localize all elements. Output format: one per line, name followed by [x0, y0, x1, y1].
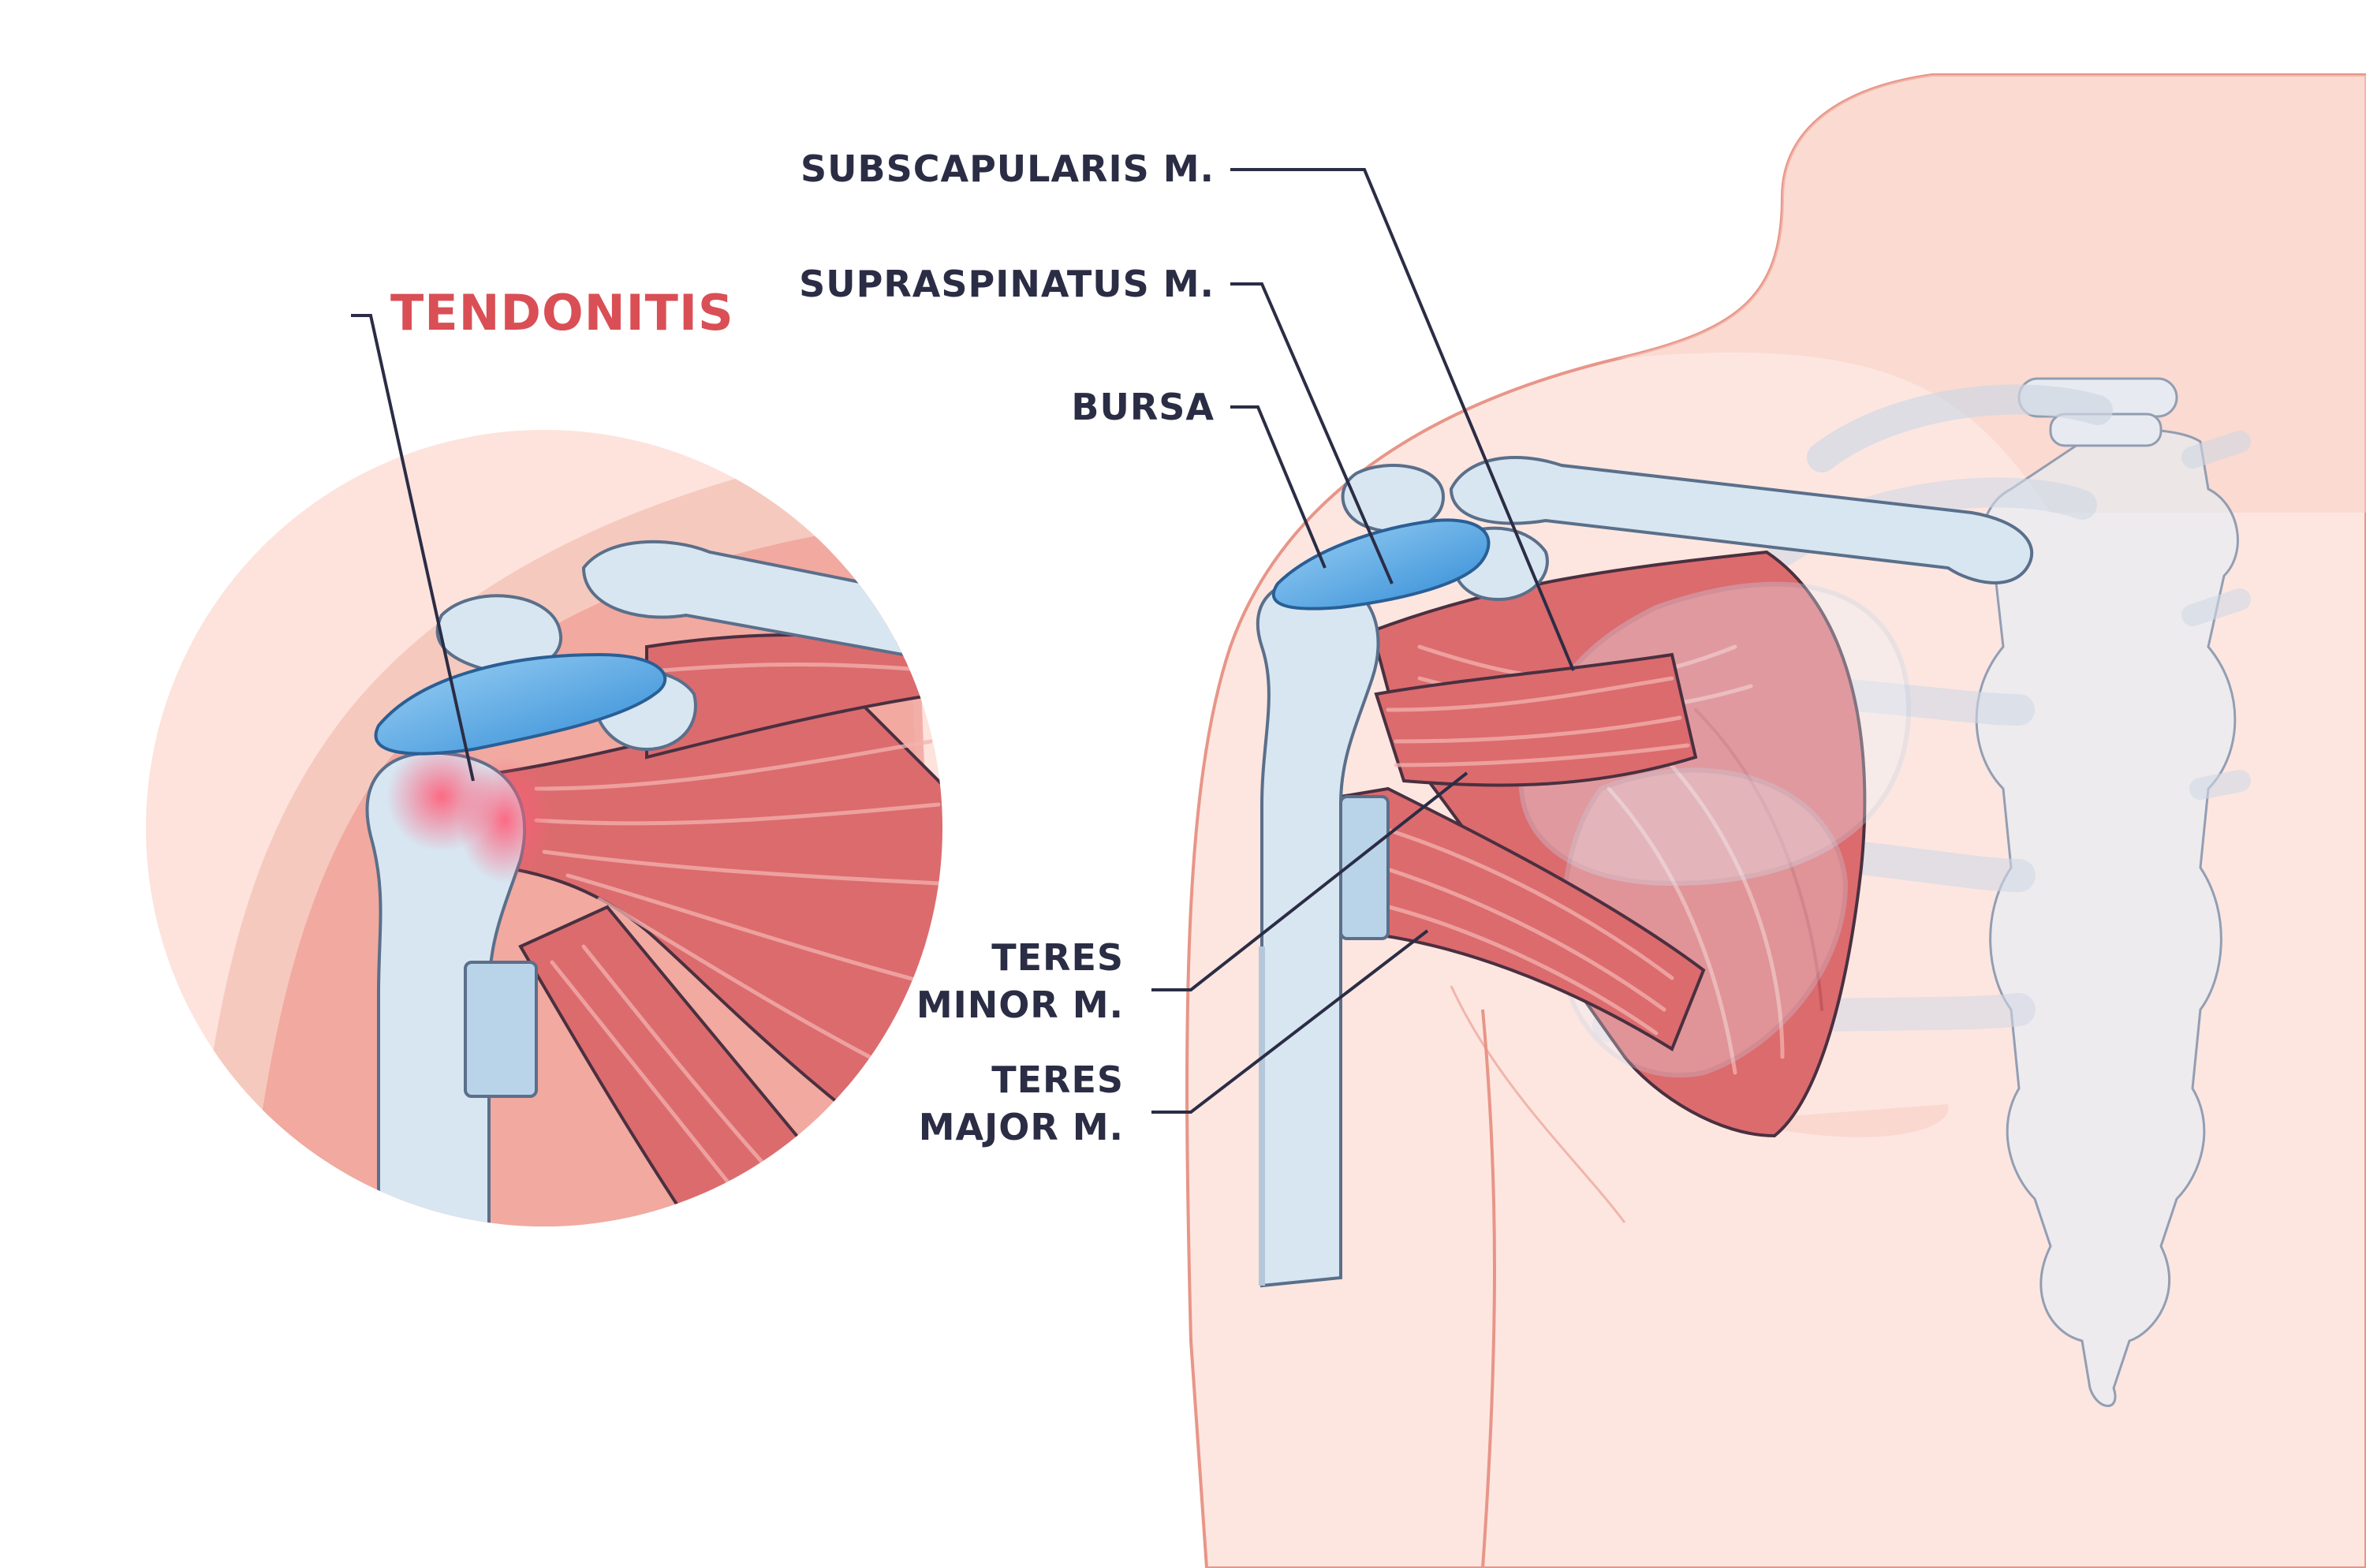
- teres-major-label-line1: TERES: [991, 1058, 1124, 1101]
- teres-major-label-line2: MAJOR M.: [919, 1106, 1124, 1148]
- zoom-circle: [146, 430, 942, 1226]
- subscapularis-label: SUBSCAPULARIS M.: [800, 147, 1215, 190]
- tendonitis-label: TENDONITIS: [390, 284, 734, 342]
- humerus: [1256, 577, 1390, 1288]
- zoom-bursa-shape: [374, 652, 667, 756]
- teres-minor-label-line2: MINOR M.: [916, 984, 1124, 1026]
- rotator-cuff-muscles: [1339, 652, 1706, 1051]
- teres-minor-label-line1: TERES: [991, 936, 1124, 979]
- bursa-label: BURSA: [1071, 386, 1215, 428]
- leader-lines: [351, 168, 1575, 1114]
- supraspinatus-label: SUPRASPINATUS M.: [799, 263, 1215, 305]
- bursa-shape: [1271, 518, 1491, 610]
